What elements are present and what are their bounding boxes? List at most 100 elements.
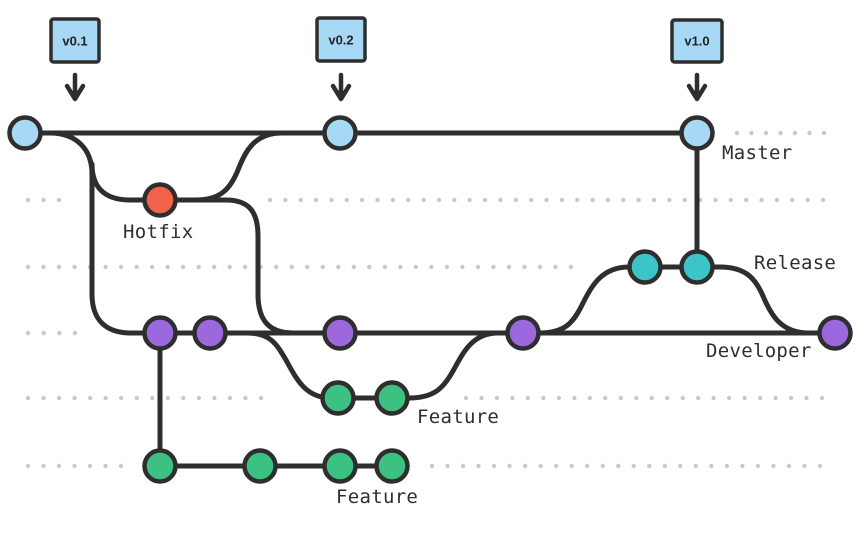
commit-node-developer: [505, 315, 541, 351]
guide-dot-feature-2: [600, 463, 605, 469]
version-tag-box: [49, 17, 101, 64]
commit-node-feature-2: [374, 448, 410, 484]
guide-dot-release: [56, 264, 62, 270]
guide-dot-feature-2: [538, 463, 543, 469]
guide-dot-hotfix: [820, 197, 826, 203]
guide-dot-release: [149, 264, 155, 270]
guide-dot-master: [763, 130, 769, 136]
commit-node-release: [679, 249, 715, 285]
guide-dot-feature-1: [572, 395, 577, 401]
guide-dot-release: [413, 264, 419, 270]
guide-dot-hotfix: [375, 197, 380, 203]
guide-dot-release: [367, 264, 372, 270]
guide-dot-feature-2: [553, 463, 559, 469]
guide-dot-release: [289, 264, 294, 270]
guide-dot-hotfix: [621, 197, 626, 203]
guide-dot-feature-1: [788, 395, 794, 401]
guide-dot-hotfix: [421, 197, 426, 203]
guide-dot-developer: [57, 330, 62, 336]
commit-node-hotfix: [142, 182, 178, 218]
down-arrow-icon: [330, 72, 352, 102]
guide-dot-feature-1: [680, 395, 685, 401]
commit-node-feature-2: [142, 448, 178, 484]
master-to-developer-branch: [47, 130, 165, 336]
branch-label-feature-2: Feature: [336, 486, 419, 508]
guide-dot-master: [821, 130, 827, 136]
guide-dot-hotfix: [805, 197, 810, 203]
guide-dot-master: [792, 130, 798, 136]
guide-dot-release: [522, 264, 527, 270]
guide-dot-hotfix: [452, 197, 457, 203]
guide-dot-feature-1: [479, 395, 484, 401]
guide-dot-feature-1: [726, 395, 732, 401]
guide-dot-hotfix: [590, 197, 595, 203]
guide-dot-hotfix: [298, 197, 303, 203]
guide-dot-feature-1: [587, 395, 593, 401]
version-tag-box: [670, 18, 724, 64]
guide-dot-feature-1: [649, 395, 654, 401]
guide-dot-release: [568, 264, 574, 270]
guide-dot-feature-1: [243, 395, 248, 401]
guide-dot-hotfix: [482, 197, 488, 203]
down-arrow-icon: [686, 72, 708, 102]
guide-dot-feature-1: [665, 395, 670, 401]
commit-node-feature-1: [320, 380, 356, 416]
guide-dot-feature-2: [647, 463, 652, 469]
guide-dot-feature-2: [724, 463, 730, 469]
guide-dot-feature-2: [693, 463, 699, 469]
guide-dot-release: [491, 264, 496, 270]
guide-dot-release: [320, 264, 325, 270]
guide-dot-release: [305, 264, 310, 270]
guide-dot-hotfix: [436, 197, 442, 203]
guide-dot-hotfix: [544, 197, 549, 203]
guide-dot-feature-1: [804, 395, 809, 401]
commit-node-developer: [322, 315, 358, 351]
guide-dot-hotfix: [25, 197, 31, 203]
guide-dot-release: [165, 264, 170, 270]
guide-dot-master: [778, 130, 783, 136]
guide-dot-feature-1: [695, 395, 701, 401]
guide-dot-release: [41, 264, 46, 270]
guide-dot-hotfix: [774, 197, 780, 203]
guide-dot-release: [475, 264, 481, 270]
branch-label-feature-1: Feature: [417, 406, 500, 428]
guide-dot-release: [460, 264, 465, 270]
guide-dot-release: [444, 264, 450, 270]
guide-dot-feature-1: [134, 395, 139, 401]
guide-dot-hotfix: [313, 197, 319, 203]
guide-dot-release: [227, 264, 232, 270]
version-tag-box: [315, 16, 367, 63]
guide-dot-master: [807, 130, 812, 136]
guide-dot-hotfix: [713, 197, 718, 203]
guide-dot-feature-2: [445, 463, 450, 469]
guide-dot-release: [180, 264, 186, 270]
guide-dot-developer: [25, 330, 31, 336]
guide-dot-hotfix: [636, 197, 641, 203]
guide-dot-feature-2: [41, 463, 46, 469]
guide-dot-feature-2: [709, 463, 714, 469]
guide-dot-feature-1: [165, 395, 170, 401]
guide-dot-feature-2: [429, 463, 435, 469]
hotfix-branch: [89, 161, 164, 203]
guide-dot-release: [118, 264, 124, 270]
guide-dot-feature-2: [87, 463, 93, 469]
guide-dot-feature-2: [56, 463, 62, 469]
guide-dot-feature-2: [755, 463, 761, 469]
feature1-merge: [389, 330, 526, 401]
guide-dot-hotfix: [605, 197, 611, 203]
release-merge-to-developer: [717, 264, 812, 336]
guide-dot-hotfix: [559, 197, 565, 203]
guide-dot-feature-2: [631, 463, 636, 469]
guide-dot-hotfix: [467, 197, 472, 203]
feature1-branch: [244, 330, 343, 401]
guide-dot-hotfix: [406, 197, 411, 203]
guide-dot-feature-1: [603, 395, 608, 401]
guide-dot-hotfix: [344, 197, 350, 203]
guide-dot-feature-1: [119, 395, 124, 401]
guide-dot-feature-1: [181, 395, 186, 401]
guide-dot-release: [429, 264, 434, 270]
guide-dot-feature-1: [87, 395, 93, 401]
guide-dot-feature-2: [507, 463, 512, 469]
guide-dot-developer: [72, 330, 78, 336]
guide-dot-feature-1: [227, 395, 233, 401]
